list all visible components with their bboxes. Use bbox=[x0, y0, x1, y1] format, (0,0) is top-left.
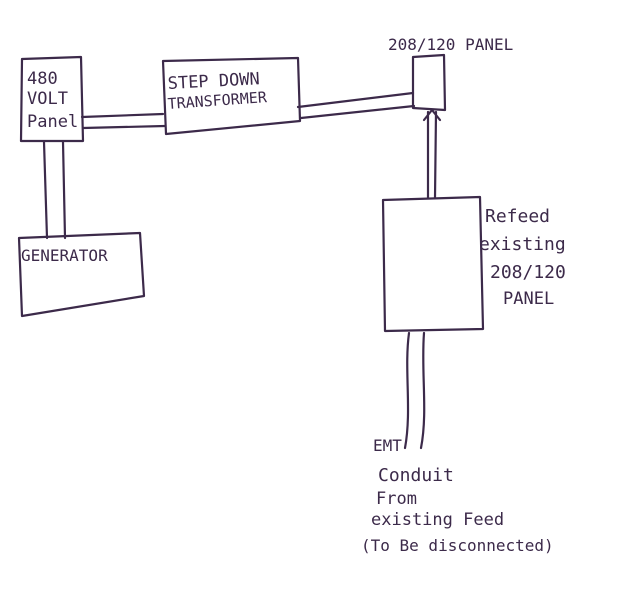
panel-480-label-line2: VOLT bbox=[27, 89, 68, 109]
refeed-label-line4: PANEL bbox=[503, 289, 554, 309]
panel-208-label: 208/120 PANEL bbox=[388, 35, 513, 54]
existing-conduit bbox=[403, 331, 426, 450]
refeed-label-line3: 208/120 bbox=[490, 262, 566, 283]
transformer-label-line1: STEP DOWN bbox=[167, 69, 260, 94]
panel-208-box bbox=[411, 53, 447, 112]
conduit-208-to-refeed bbox=[426, 110, 438, 200]
conduit-note-line5: (To Be disconnected) bbox=[361, 536, 554, 555]
conduit-transformer-to-208 bbox=[296, 91, 416, 120]
conduit-note-line2: Conduit bbox=[378, 465, 454, 486]
generator-box bbox=[17, 231, 146, 318]
arrow-head bbox=[422, 108, 442, 122]
panel-480-box bbox=[19, 55, 85, 143]
panel-480-label-line3: Panel bbox=[27, 112, 78, 132]
refeed-label-line2: existing bbox=[479, 234, 566, 255]
refeed-label-line1: Refeed bbox=[485, 206, 550, 227]
conduit-note-line4: existing Feed bbox=[371, 510, 504, 530]
generator-label: GENERATOR bbox=[21, 246, 108, 265]
transformer-box bbox=[161, 56, 302, 136]
conduit-480-to-generator bbox=[42, 140, 67, 240]
conduit-note-line1: EMT bbox=[373, 436, 402, 455]
panel-480-label-line1: 480 bbox=[27, 69, 58, 89]
conduit-note-line3: From bbox=[376, 489, 417, 509]
conduit-480-to-transformer bbox=[80, 112, 167, 130]
refeed-panel-box bbox=[381, 195, 485, 333]
